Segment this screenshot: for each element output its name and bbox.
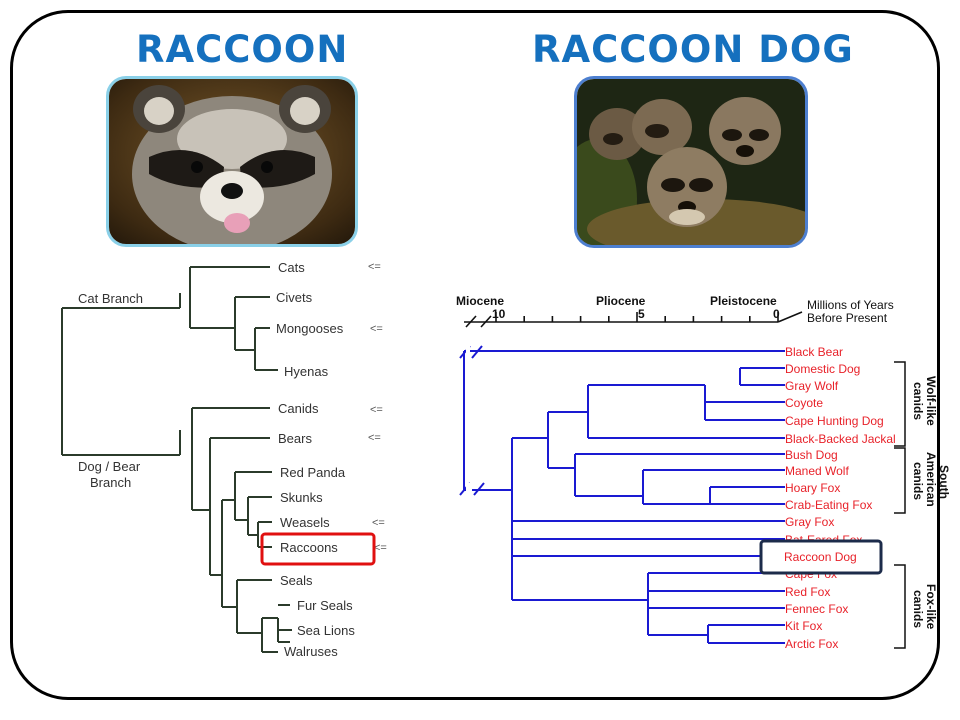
marker-weasels: <= [372, 517, 385, 529]
leaf-mongooses: Mongooses [276, 321, 344, 336]
group-south-american-2: American [924, 452, 938, 507]
species-gray-wolf: Gray Wolf [785, 379, 839, 393]
marker-canids: <= [370, 404, 383, 416]
leaf-canids: Canids [278, 401, 319, 416]
species-cape-hunting-dog: Cape Hunting Dog [785, 414, 884, 428]
dog-bear-branch-label-2: Branch [90, 475, 131, 490]
group-south-american-3: canids [911, 462, 925, 500]
leaf-sea-lions: Sea Lions [297, 623, 355, 638]
species-bush-dog: Bush Dog [785, 448, 838, 462]
species-kit-fox: Kit Fox [785, 619, 822, 633]
marker-mongooses: <= [370, 323, 383, 335]
leaf-seals: Seals [280, 573, 313, 588]
group-fox-like-2: canids [911, 590, 925, 628]
species-maned-wolf: Maned Wolf [785, 464, 849, 478]
raccoon-photo [106, 76, 358, 247]
marker-cats: <= [368, 261, 381, 273]
timeline-unit-line-2: Before Present [807, 311, 888, 325]
epoch-pliocene: Pliocene [596, 294, 646, 308]
leaf-walruses: Walruses [284, 644, 338, 659]
carnivora-tree-lines [61, 266, 292, 653]
group-wolf-like-1: Wolf-like [924, 376, 938, 426]
tick-label-10: 10 [492, 307, 506, 321]
group-brackets [894, 361, 906, 649]
species-raccoon-dog: Raccoon Dog [784, 550, 857, 564]
species-red-fox: Red Fox [785, 585, 830, 599]
leaf-raccoons: Raccoons [280, 540, 338, 555]
species-gray-fox: Gray Fox [785, 515, 834, 529]
species-coyote: Coyote [785, 396, 823, 410]
canidae-tree-lines [463, 350, 785, 644]
carnivora-tree: Cat Branch Dog / Bear Branch Cats Civets… [61, 260, 387, 659]
group-fox-like-1: Fox-like [924, 584, 938, 630]
epoch-pleistocene: Pleistocene [710, 294, 777, 308]
group-wolf-like-2: canids [911, 382, 925, 420]
marker-bears: <= [368, 432, 381, 444]
raccoons-highlight-box [260, 532, 376, 566]
leaf-red-panda: Red Panda [280, 465, 346, 480]
leaf-weasels: Weasels [280, 515, 330, 530]
cat-branch-label: Cat Branch [78, 291, 143, 306]
leaf-fur-seals: Fur Seals [297, 598, 353, 613]
raccoon-dog-title: RACCOON DOG [532, 28, 854, 71]
raccoon-title: RACCOON [136, 28, 349, 71]
slide-frame [10, 10, 940, 700]
species-black-bear: Black Bear [785, 345, 843, 359]
species-crab-eating-fox: Crab-Eating Fox [785, 498, 872, 512]
marker-raccoons: <= [374, 542, 387, 554]
leaf-hyenas: Hyenas [284, 364, 329, 379]
leaf-bears: Bears [278, 431, 312, 446]
species-fennec-fox: Fennec Fox [785, 602, 848, 616]
species-arctic-fox: Arctic Fox [785, 637, 838, 651]
group-south-american-1: South [937, 465, 950, 499]
timeline-axis [464, 311, 803, 328]
species-black-backed-jackal: Black-Backed Jackal [785, 432, 896, 446]
dog-bear-branch-label-1: Dog / Bear [78, 459, 141, 474]
raccoon-dog-highlight-box [759, 539, 883, 575]
leaf-civets: Civets [276, 290, 313, 305]
tick-label-5: 5 [638, 307, 645, 321]
leaf-skunks: Skunks [280, 490, 323, 505]
canidae-tree: Miocene Pliocene Pleistocene Millions of… [456, 294, 950, 651]
raccoon-dog-photo [574, 76, 808, 248]
timeline-unit-line-1: Millions of Years [807, 298, 894, 312]
tick-label-0: 0 [773, 307, 780, 321]
species-domestic-dog: Domestic Dog [785, 362, 860, 376]
species-hoary-fox: Hoary Fox [785, 481, 840, 495]
leaf-cats: Cats [278, 260, 305, 275]
epoch-miocene: Miocene [456, 294, 504, 308]
